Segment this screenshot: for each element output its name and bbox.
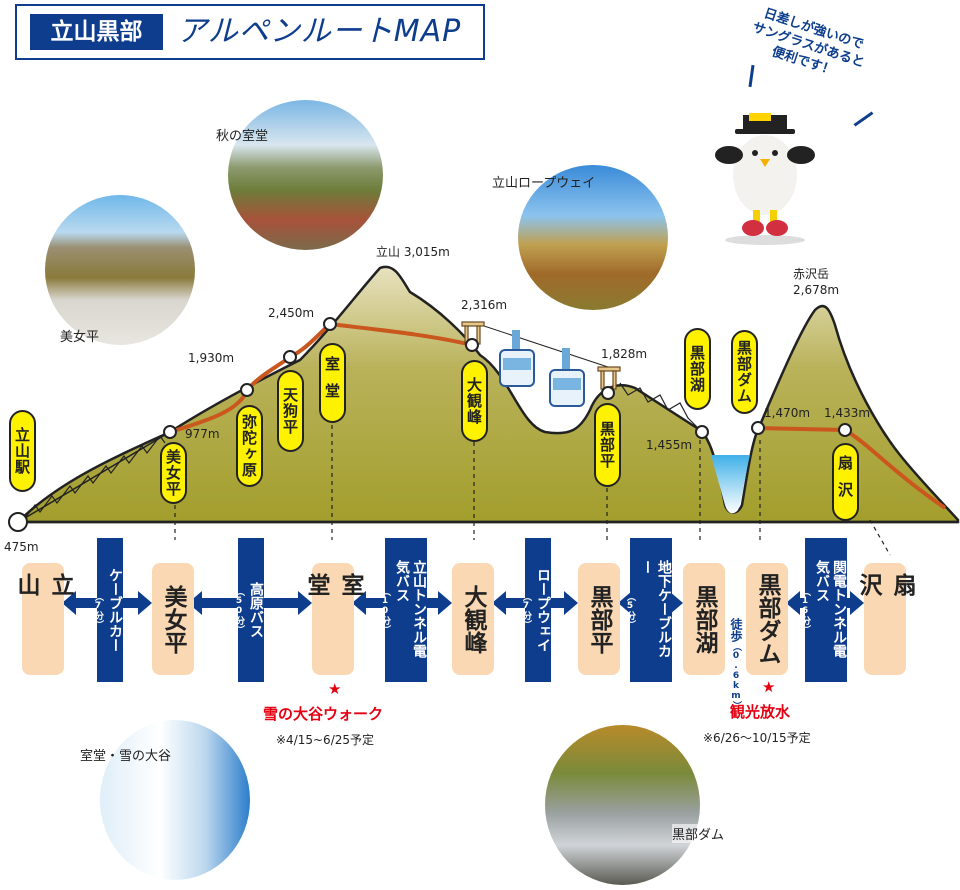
station-kurobedaira[interactable]: 黒部平 <box>578 563 620 675</box>
star-icon: ★ <box>762 678 776 696</box>
pill-murodo: 室堂 <box>319 343 346 423</box>
cable-track <box>24 434 166 519</box>
title-label: 立山黒部 <box>30 14 163 50</box>
page-title: アルペンルートMAP <box>177 14 462 49</box>
photo-autumn-murodo <box>228 100 383 250</box>
pill-kurobe-dam: 黒部ダム <box>731 330 758 414</box>
station-ogizawa[interactable]: 扇沢 <box>855 563 915 675</box>
station-tateyama[interactable]: 立山 <box>13 563 73 675</box>
mascot-icon <box>715 113 815 245</box>
transport-underground-cable-car: 地下ケーブルカー（5分） <box>625 538 672 682</box>
station-bijodaira[interactable]: 美女平 <box>152 563 194 675</box>
photo-label: 立山ロープウェイ <box>492 176 596 191</box>
elevation-label: 2,678m <box>793 283 840 297</box>
elevation-label: 2,450m <box>268 306 315 320</box>
gondola-icon <box>499 330 535 387</box>
elevation-label: 475m <box>4 540 39 554</box>
photo-snow-wall <box>100 720 250 880</box>
photo-kurobe-dam <box>545 725 700 885</box>
elevation-label: 1,930m <box>188 351 235 365</box>
pill-tengudaira: 天狗平 <box>277 370 304 452</box>
station-murodo[interactable]: 室堂 <box>303 563 363 675</box>
pill-midagahara: 弥陀ヶ原 <box>236 405 263 487</box>
pill-ogizawa: 扇沢 <box>832 443 859 521</box>
pill-kurobedaira: 黒部平 <box>594 403 621 487</box>
station-daikanbo[interactable]: 大観峰 <box>452 563 494 675</box>
pill-tateyama-station: 立山駅 <box>9 410 36 492</box>
gondola-icon <box>549 348 585 407</box>
elevation-label: 1,828m <box>601 347 648 361</box>
station-kurobe-dam[interactable]: 黒部ダム <box>746 563 788 675</box>
elevation-label: 977m <box>185 427 220 441</box>
event-title: 雪の大谷ウォーク <box>263 705 384 723</box>
ropeway-cable <box>471 321 609 368</box>
elevation-label: 赤沢岳 <box>793 267 830 281</box>
transport-ropeway: ロープウェイ（7分） <box>521 538 551 682</box>
station-kurobeko[interactable]: 黒部湖 <box>683 563 725 675</box>
star-icon: ★ <box>328 680 342 698</box>
title-box: 立山黒部 アルペンルートMAP <box>15 4 485 60</box>
elevation-label: 1,470m <box>764 406 811 420</box>
transport-kanden-tunnel-bus: 関電トンネル電気バス（16分） <box>800 538 847 682</box>
event-title: 観光放水 <box>730 703 791 721</box>
pill-kurobeko: 黒部湖 <box>684 328 711 410</box>
elevation-label: 立山 3,015m <box>376 245 450 259</box>
kurobe-lake <box>711 455 750 514</box>
photo-label: 秋の室堂 <box>216 129 269 144</box>
station-markers <box>8 317 852 532</box>
photo-bijodaira <box>45 195 195 345</box>
photo-label: 美女平 <box>60 330 100 345</box>
pill-bijodaira: 美女平 <box>160 442 187 504</box>
pill-daikanbo: 大観峰 <box>461 360 488 442</box>
walk-label: 徒歩（0.6km） <box>729 618 743 710</box>
photo-ropeway <box>518 165 668 310</box>
photo-label: 黒部ダム <box>672 824 725 843</box>
transport-tateyama-tunnel-bus: 立山トンネル電気バス（10分） <box>380 538 427 682</box>
transport-cable-car: ケーブルカー（7分） <box>93 538 123 682</box>
cable-track <box>619 382 701 431</box>
elevation-label: 2,316m <box>461 298 508 312</box>
elevation-label: 1,455m <box>646 438 693 452</box>
transport-highland-bus: 高原バス（50分） <box>234 538 264 682</box>
event-date: ※4/15~6/25予定 <box>276 733 375 747</box>
event-date: ※6/26〜10/15予定 <box>703 731 811 745</box>
elevation-label: 1,433m <box>824 406 871 420</box>
photo-label: 室堂・雪の大谷 <box>80 749 172 764</box>
